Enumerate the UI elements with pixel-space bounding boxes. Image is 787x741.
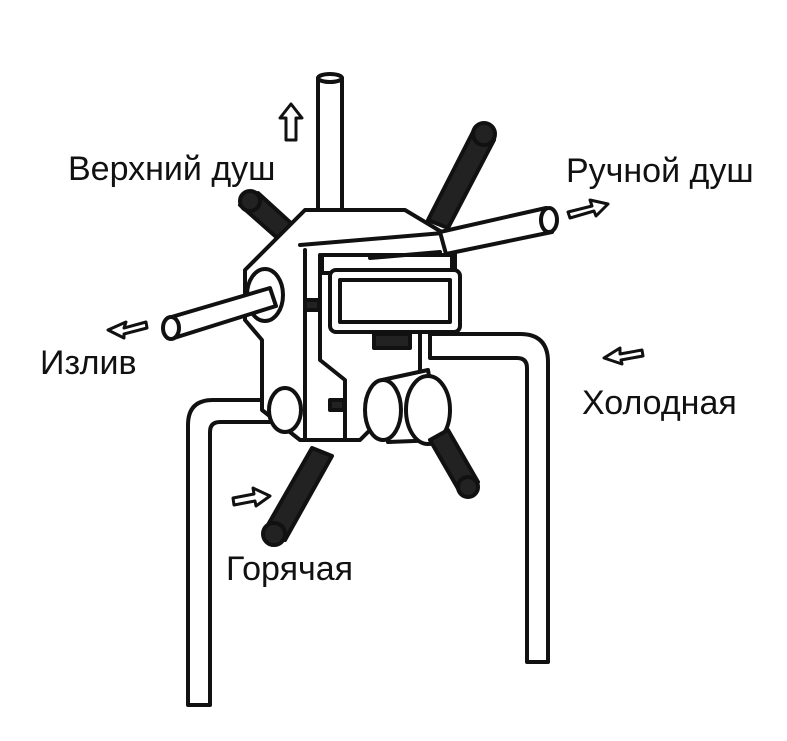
label-top-shower: Верхний душ xyxy=(68,150,275,188)
top-shower-arrow-icon xyxy=(278,102,304,142)
spout-pipe xyxy=(161,286,278,341)
right-supply-pipe xyxy=(428,332,550,664)
hand-shower-arrow-icon xyxy=(566,198,610,220)
cold-inlet-cylinder xyxy=(363,368,452,446)
hand-shower-pipe xyxy=(438,206,559,256)
label-cold: Холодная xyxy=(582,384,737,422)
spout-arrow-icon xyxy=(106,320,149,340)
hot-arrow-icon xyxy=(231,486,272,508)
cold-arrow-icon xyxy=(602,346,645,366)
mount-bar-lower-left xyxy=(261,446,334,547)
label-hot: Горячая xyxy=(226,550,353,588)
mount-bar-upper-right xyxy=(426,121,497,230)
mount-bar-lower-right xyxy=(428,428,480,499)
hot-port xyxy=(267,386,303,434)
label-hand-shower: Ручной душ xyxy=(566,152,754,190)
label-spout: Излив xyxy=(40,344,137,382)
